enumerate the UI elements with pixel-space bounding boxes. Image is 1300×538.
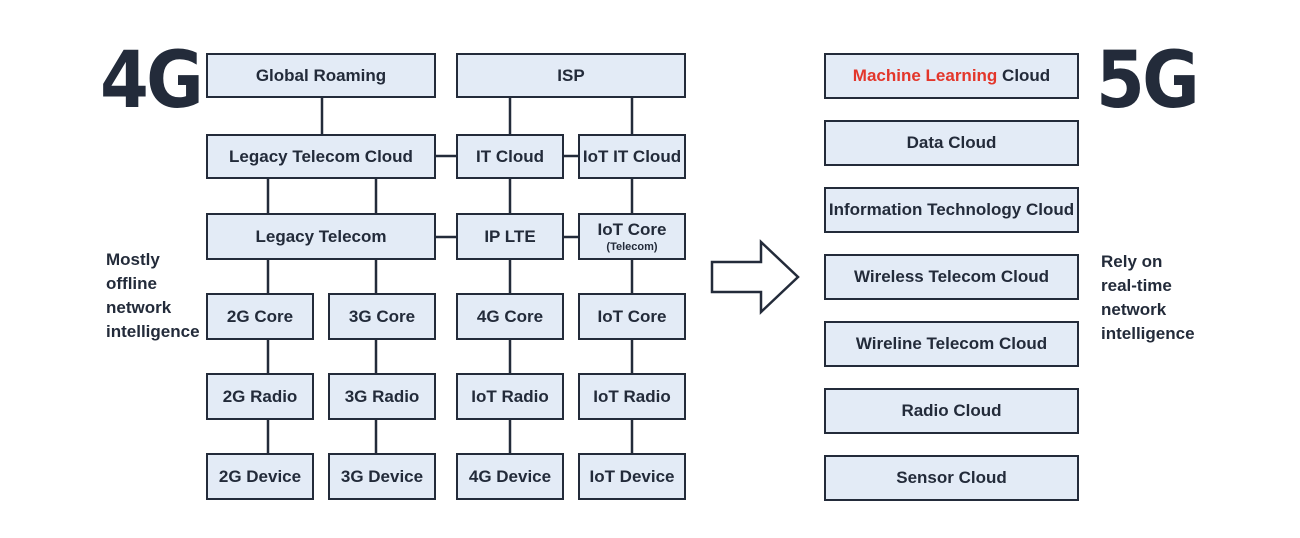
right-caption-line: network: [1101, 300, 1167, 319]
machine-learning-suffix: Cloud: [997, 66, 1051, 85]
box-2g-radio: 2G Radio: [206, 373, 314, 420]
box-iot-radio-4g: IoT Radio: [456, 373, 564, 420]
box-iot-it-cloud: IoT IT Cloud: [578, 134, 686, 179]
right-caption-line: Rely on: [1101, 252, 1163, 271]
box-iot-radio: IoT Radio: [578, 373, 686, 420]
box-it-cloud: IT Cloud: [456, 134, 564, 179]
box-legacy-telecom-cloud: Legacy Telecom Cloud: [206, 134, 436, 179]
right-caption-line: intelligence: [1101, 324, 1195, 343]
right-caption: Rely on real-time network intelligence: [1101, 250, 1195, 346]
transition-arrow-icon: [710, 239, 800, 315]
box-3g-radio: 3G Radio: [328, 373, 436, 420]
box-information-technology-cloud: Information Technology Cloud: [824, 187, 1079, 233]
box-sensor-cloud: Sensor Cloud: [824, 455, 1079, 501]
box-wireline-telecom-cloud: Wireline Telecom Cloud: [824, 321, 1079, 367]
box-2g-device: 2G Device: [206, 453, 314, 500]
left-caption-line: offline: [106, 274, 157, 293]
box-machine-learning-cloud-label: Machine Learning Cloud: [853, 66, 1050, 86]
box-2g-core: 2G Core: [206, 293, 314, 340]
left-caption-line: Mostly: [106, 250, 160, 269]
heading-5g: 5G: [1096, 36, 1200, 126]
box-3g-core: 3G Core: [328, 293, 436, 340]
box-ip-lte: IP LTE: [456, 213, 564, 260]
box-machine-learning-cloud: Machine Learning Cloud: [824, 53, 1079, 99]
box-iot-core-telecom: IoT Core (Telecom): [578, 213, 686, 260]
box-4g-core: 4G Core: [456, 293, 564, 340]
box-wireless-telecom-cloud: Wireless Telecom Cloud: [824, 254, 1079, 300]
box-iot-core-telecom-sublabel: (Telecom): [606, 241, 658, 253]
box-radio-cloud: Radio Cloud: [824, 388, 1079, 434]
box-iot-core-telecom-label: IoT Core: [597, 220, 667, 239]
box-4g-device: 4G Device: [456, 453, 564, 500]
box-data-cloud: Data Cloud: [824, 120, 1079, 166]
box-legacy-telecom: Legacy Telecom: [206, 213, 436, 260]
box-3g-device: 3G Device: [328, 453, 436, 500]
left-caption-line: intelligence: [106, 322, 200, 341]
left-caption: Mostly offline network intelligence: [106, 248, 200, 344]
machine-learning-highlight: Machine Learning: [852, 66, 998, 85]
heading-4g: 4G: [100, 36, 204, 126]
box-iot-device: IoT Device: [578, 453, 686, 500]
box-iot-core: IoT Core: [578, 293, 686, 340]
box-isp: ISP: [456, 53, 686, 98]
box-global-roaming: Global Roaming: [206, 53, 436, 98]
right-caption-line: real-time: [1101, 276, 1172, 295]
left-caption-line: network: [106, 298, 172, 317]
